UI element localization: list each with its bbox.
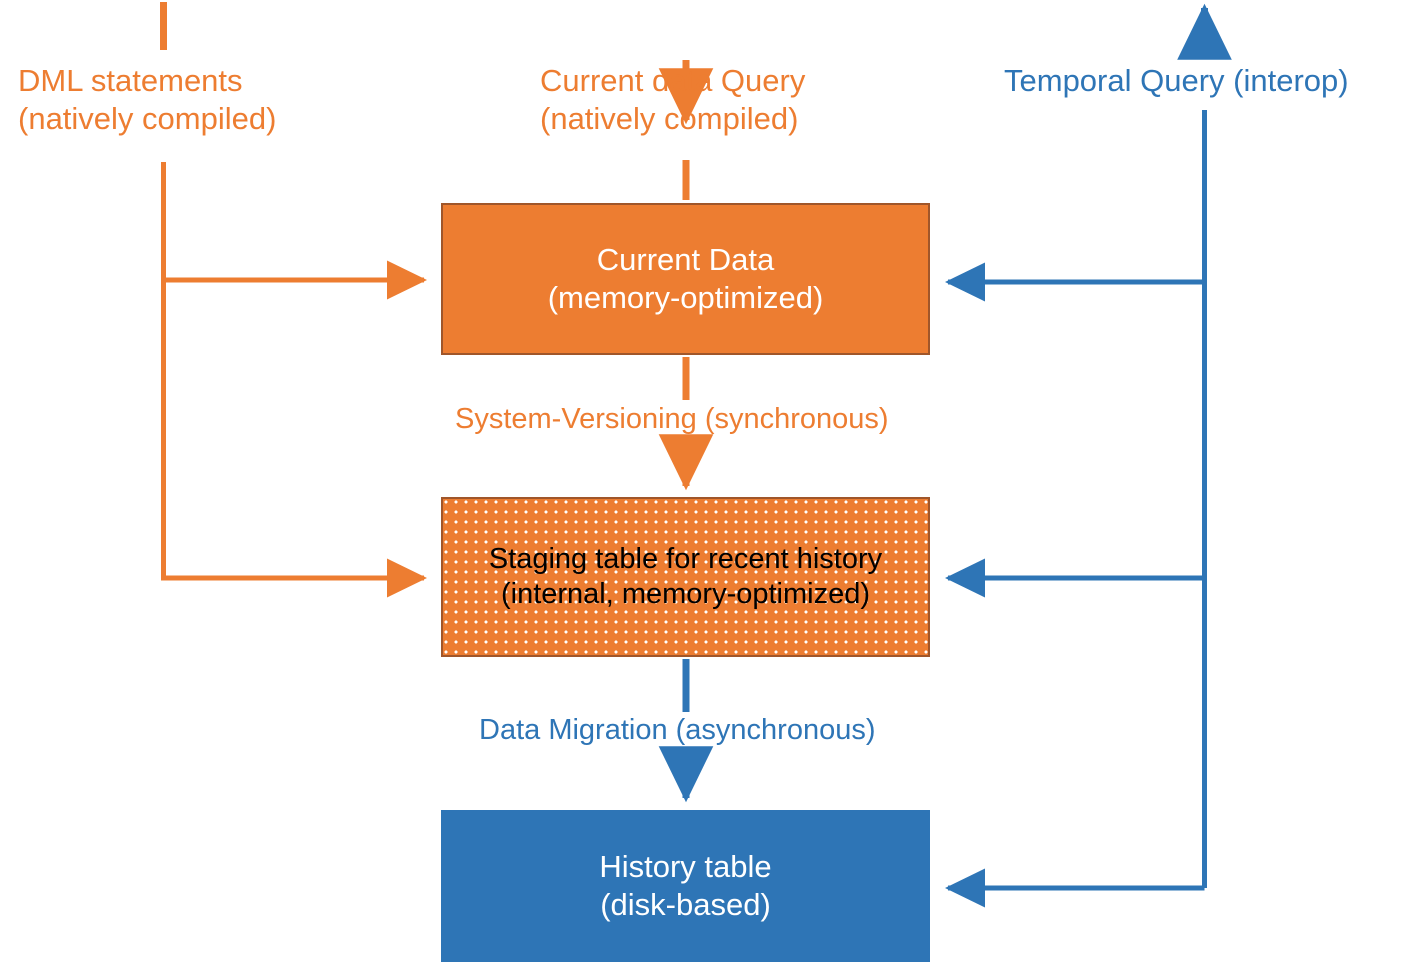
node-staging-table-label: Staging table for recent history (intern… (488, 542, 883, 610)
node-current-data[interactable]: Current Data (memory-optimized) (441, 203, 930, 355)
label-dml-statements: DML statements (natively compiled) (18, 63, 277, 136)
label-temporal-query: Temporal Query (interop) (1004, 63, 1349, 98)
node-current-data-label: Current Data (memory-optimized) (547, 242, 824, 315)
connector-dml-to-current-data (161, 162, 427, 300)
node-history-table[interactable]: History table (disk-based) (441, 810, 930, 962)
label-data-migration: Data Migration (asynchronous) (479, 714, 876, 746)
dotted-pattern-overlay (443, 499, 928, 655)
node-history-table-label: History table (disk-based) (599, 849, 772, 922)
label-current-data-query: Current data Query (natively compiled) (540, 63, 806, 136)
node-staging-table[interactable]: Staging table for recent history (intern… (441, 497, 930, 657)
label-system-versioning: System-Versioning (synchronous) (455, 403, 889, 435)
connector-dml-to-staging (161, 280, 427, 598)
